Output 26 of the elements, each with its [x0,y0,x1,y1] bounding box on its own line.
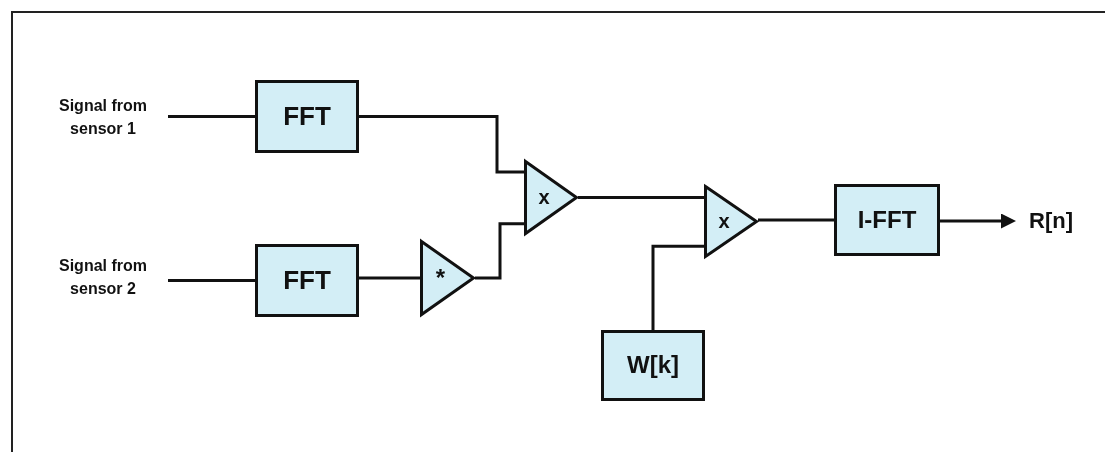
process-box [601,330,705,401]
operator-triangle [704,185,758,258]
block-label: FFT [283,263,331,297]
signal-line [168,279,255,282]
signal-line [359,276,420,280]
signal-line [578,195,704,199]
signal-label: R[n] [1029,207,1073,236]
block-label: * [435,262,446,293]
arrow [940,213,1016,229]
block-label: I-FFT [857,204,917,235]
process-box [255,80,359,153]
signal-label: Signal from sensor 1 [58,95,148,139]
signal-line [475,222,524,280]
block-label: FFT [283,99,331,133]
block-label: x [538,185,550,210]
signal-label: Signal from sensor 2 [58,255,148,299]
operator-triangle [420,240,475,316]
signal-line [758,218,834,222]
signal-line [168,115,255,118]
block-label: x [718,209,730,234]
process-box [255,244,359,317]
signal-line [359,115,524,174]
operator-triangle [524,160,578,235]
signal-line [651,244,704,330]
block-label: W[k] [627,350,679,381]
process-box [834,184,940,256]
